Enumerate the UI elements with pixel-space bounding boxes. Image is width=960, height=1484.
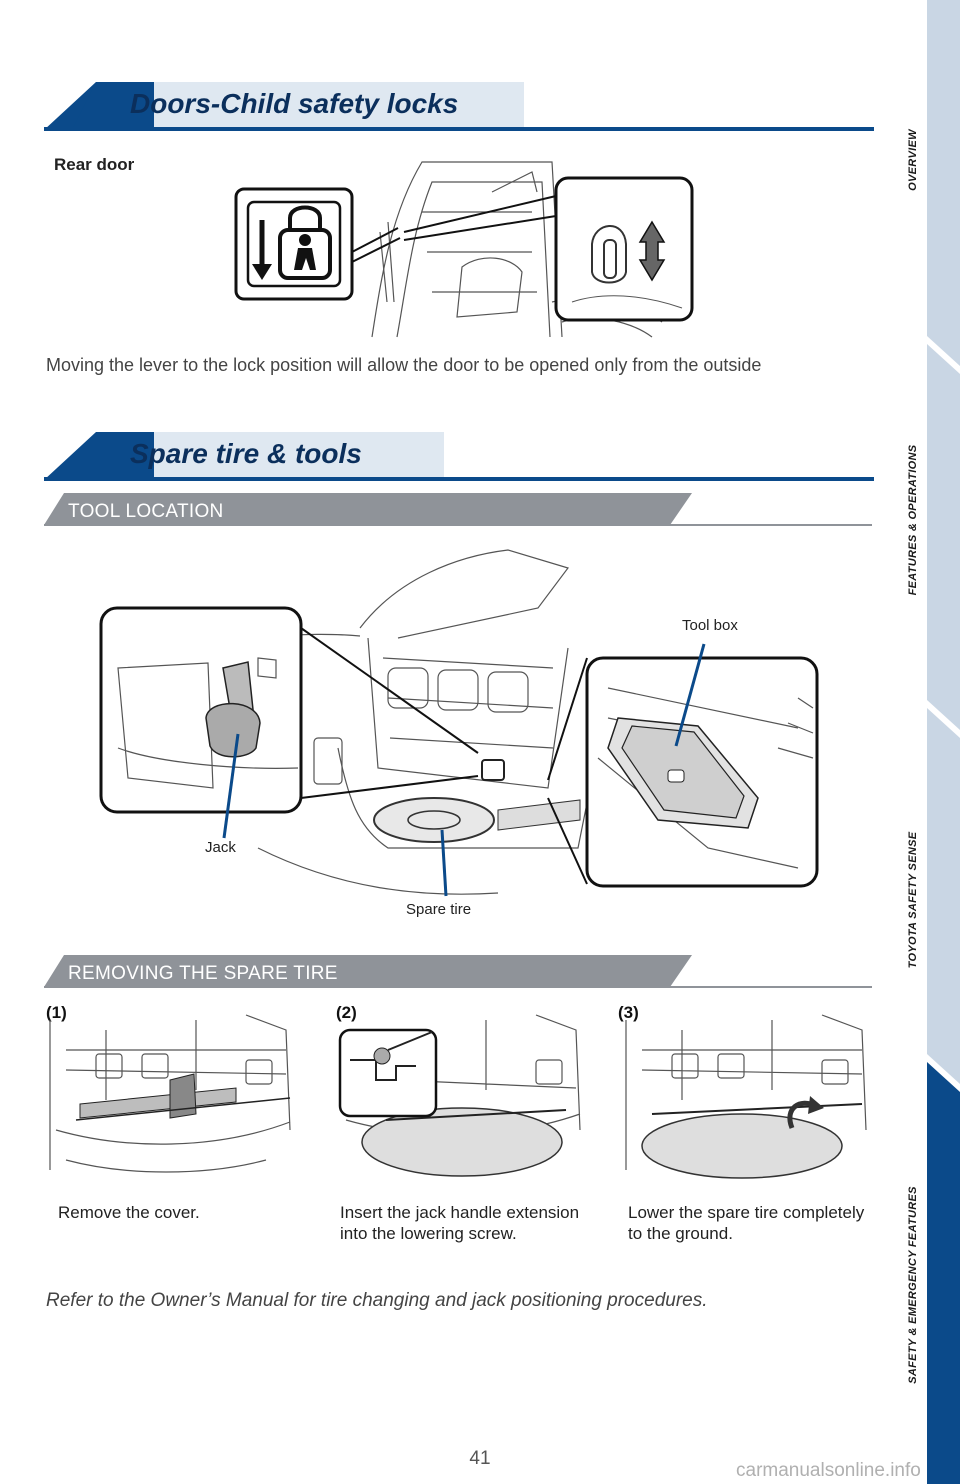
- spare-tire-callout: Spare tire: [406, 901, 472, 918]
- rear-door-label: Rear door: [54, 155, 135, 174]
- step-3-illustration: [625, 1014, 867, 1179]
- page-number: 41: [469, 1448, 491, 1469]
- section-header-child-locks: Doors-Child safety locks: [44, 82, 874, 132]
- rear-door-illustration: [234, 161, 694, 338]
- watermark: carmanualsonline.info: [736, 1460, 921, 1481]
- side-nav-background: [927, 0, 960, 1484]
- tool-location-illustration: [99, 549, 819, 897]
- section-title: Spare tire & tools: [130, 438, 362, 469]
- side-navigation: OVERVIEW FEATURES & OPERATIONS TOYOTA SA…: [907, 0, 960, 1484]
- section-header-tab-shape: [44, 82, 874, 131]
- side-tab-safety-emergency[interactable]: SAFETY & EMERGENCY FEATURES: [907, 1186, 919, 1384]
- owners-manual-note: Refer to the Owner’s Manual for tire cha…: [46, 1290, 708, 1311]
- step-3-number: (3): [618, 1003, 639, 1022]
- sub-header-label: REMOVING THE SPARE TIRE: [68, 963, 338, 984]
- section-header-tab-shape: [44, 432, 874, 481]
- step-1-illustration: [49, 1014, 291, 1173]
- sub-header-tool-location: TOOL LOCATION: [44, 493, 874, 527]
- step-2-illustration: [338, 1014, 581, 1177]
- jack-callout: Jack: [205, 839, 236, 856]
- sub-header-label: TOOL LOCATION: [68, 501, 224, 522]
- sub-header-removing-spare: REMOVING THE SPARE TIRE: [44, 955, 874, 989]
- side-tab-features-operations[interactable]: FEATURES & OPERATIONS: [907, 444, 919, 596]
- step-1-number: (1): [46, 1003, 67, 1022]
- section-title: Doors-Child safety locks: [130, 88, 459, 119]
- step-1-text: Remove the cover.: [58, 1203, 200, 1222]
- side-tab-overview[interactable]: OVERVIEW: [907, 129, 919, 191]
- step-2-text: Insert the jack handle extension into th…: [340, 1203, 580, 1243]
- step-2-number: (2): [336, 1003, 357, 1022]
- step-3-text: Lower the spare tire completely to the g…: [628, 1203, 865, 1243]
- section-header-spare-tire: Spare tire & tools: [44, 432, 874, 482]
- side-tab-toyota-safety-sense[interactable]: TOYOTA SAFETY SENSE: [907, 831, 919, 969]
- tool-box-callout: Tool box: [682, 617, 738, 634]
- child-lock-description: Moving the lever to the lock position wi…: [46, 355, 762, 375]
